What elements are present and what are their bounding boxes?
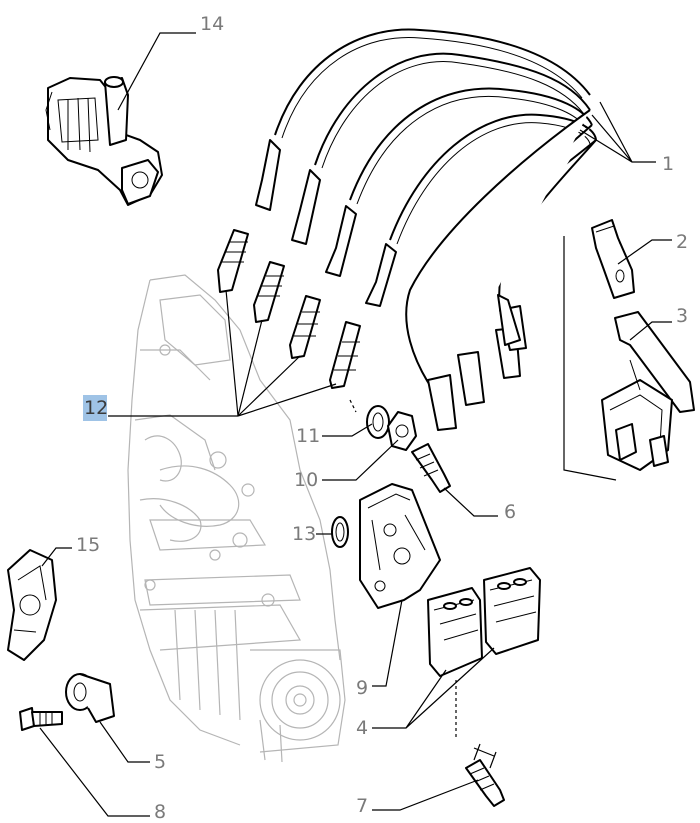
leader-lines xyxy=(39,32,672,817)
callout-12-highlight xyxy=(83,395,107,421)
callout-6: 6 xyxy=(504,501,516,523)
part-14-coil-bracket xyxy=(45,76,163,206)
callout-labels: 14 1 2 3 12 11 10 6 13 15 9 4 5 7 8 xyxy=(76,13,688,823)
part-10-nut xyxy=(387,411,417,451)
callout-7: 7 xyxy=(356,795,368,817)
part-11-washer xyxy=(366,405,390,439)
callout-9: 9 xyxy=(356,677,368,699)
callout-4: 4 xyxy=(356,717,368,739)
part-13-seal xyxy=(331,516,349,548)
part-4-coil-left xyxy=(427,587,483,677)
callout-15: 15 xyxy=(76,534,100,556)
callout-5: 5 xyxy=(154,751,166,773)
callout-13: 13 xyxy=(292,523,316,545)
part-15-clip xyxy=(7,549,57,661)
part-9-mount-plate xyxy=(359,483,441,609)
engine-block xyxy=(127,274,346,763)
callout-11: 11 xyxy=(296,425,320,447)
callout-10: 10 xyxy=(294,469,318,491)
callout-2: 2 xyxy=(676,231,688,253)
part-2-bracket xyxy=(591,219,635,299)
part-1-ht-cables xyxy=(255,28,597,431)
part-5-sensor xyxy=(65,673,115,723)
dash-11 xyxy=(349,399,357,413)
part-3-support xyxy=(601,311,695,471)
part-6-bolt xyxy=(411,443,451,493)
part-7-bolt xyxy=(465,743,505,807)
callout-14: 14 xyxy=(200,13,224,35)
callout-1: 1 xyxy=(662,153,674,175)
group-bracket-2-3 xyxy=(563,236,617,481)
part-8-screw xyxy=(19,707,63,731)
callout-3: 3 xyxy=(676,305,688,327)
callout-12: 12 xyxy=(84,397,108,419)
part-4-coil-right xyxy=(483,567,541,655)
part-12-spark-plugs xyxy=(217,229,361,389)
callout-8: 8 xyxy=(154,801,166,823)
